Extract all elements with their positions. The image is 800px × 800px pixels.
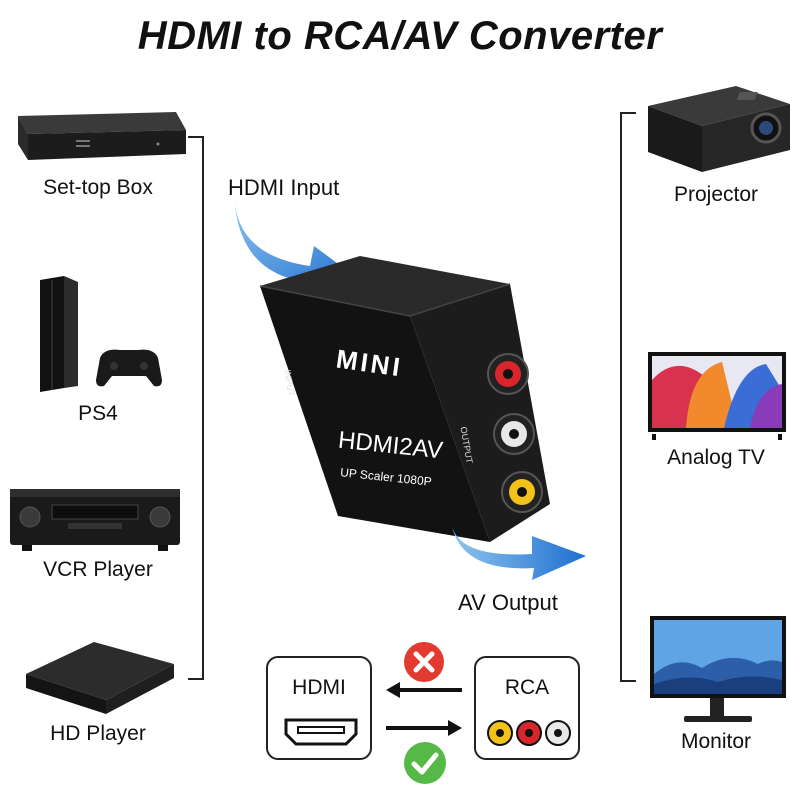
rca-panel-label: RCA: [504, 676, 550, 699]
set-top-box-icon: [8, 104, 188, 174]
rca-ports-icon: [486, 718, 572, 748]
game-console-icon: [34, 276, 164, 394]
supported-check-icon: [402, 740, 448, 786]
tv-icon: [646, 350, 788, 442]
vcr-player-icon: [8, 487, 182, 553]
projector-icon: [640, 80, 792, 176]
monitor-icon: [648, 614, 788, 726]
device-label-set-top-box: Set-top Box: [43, 176, 153, 199]
device-label-hd-player: HD Player: [50, 722, 146, 745]
not-supported-icon: [402, 640, 446, 684]
media-player-icon: [22, 640, 178, 718]
left-device-bracket: [188, 136, 204, 680]
arrow-right-icon: [384, 718, 464, 738]
arrow-left-icon: [384, 680, 464, 700]
device-label-vcr-player: VCR Player: [43, 558, 153, 581]
device-label-analog-tv: Analog TV: [667, 446, 765, 469]
right-device-bracket: [620, 112, 636, 682]
hdmi-panel: HDMI: [266, 656, 372, 760]
page-title: HDMI to RCA/AV Converter: [137, 14, 663, 58]
device-label-monitor: Monitor: [680, 730, 752, 753]
output-arrow-icon: [450, 524, 590, 588]
device-label-ps4: PS4: [78, 402, 118, 425]
rca-panel: RCA: [474, 656, 580, 760]
hdmi-input-label: HDMI Input: [228, 175, 340, 200]
hdmi-panel-label: HDMI: [292, 676, 346, 699]
device-label-projector: Projector: [673, 183, 759, 206]
hdmi-port-icon: [284, 718, 358, 746]
av-output-label: AV Output: [458, 590, 558, 615]
converter-device: [250, 246, 550, 546]
